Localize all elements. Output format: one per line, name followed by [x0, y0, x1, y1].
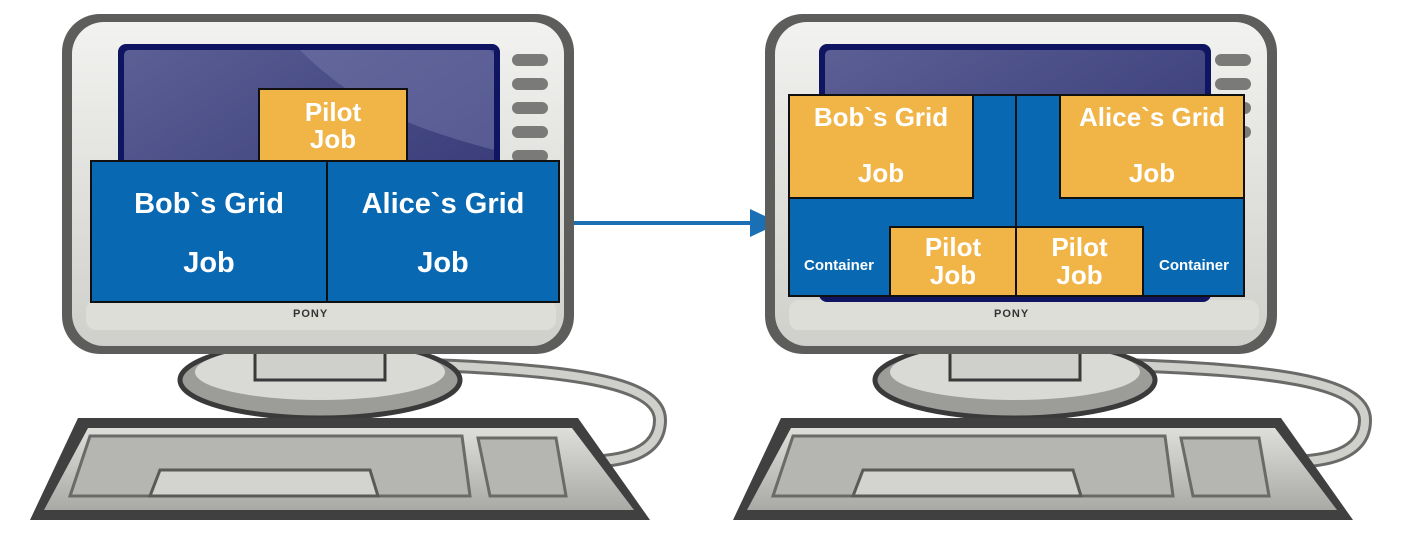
right-pilot-line1: Pilot	[1051, 232, 1108, 263]
right-computer: PONY Bob`s Grid Job Alice`s Grid Job Con…	[705, 0, 1405, 549]
alice-job-line1: Alice`s Grid	[361, 187, 525, 220]
bob-job-line1: Bob`s Grid	[134, 187, 284, 220]
pilot-job-box: Pilot Job	[258, 88, 408, 164]
bob-job-line1: Bob`s Grid	[813, 102, 949, 132]
left-computer: PONY Pilot Job Bob`s Grid Job Alice`s Gr…	[0, 0, 700, 549]
bob-job-line2: Job	[857, 157, 905, 188]
monitor-buttons	[512, 54, 548, 162]
alice-job-line1: Alice`s Grid	[1079, 102, 1225, 132]
brand-label: PONY	[293, 308, 329, 320]
right-pilot-job-box: Pilot Job	[1015, 226, 1144, 297]
pilot-job-line1: Pilot	[304, 96, 362, 127]
bob-grid-job-box: Bob`s Grid Job	[788, 94, 974, 199]
right-container-label: Container	[1158, 257, 1229, 275]
pilot-job-line2: Job	[309, 124, 357, 154]
alice-job-line2: Job	[1128, 157, 1176, 188]
brand-label: PONY	[994, 308, 1030, 320]
left-pilot-job-box: Pilot Job	[889, 226, 1017, 297]
alice-grid-job-box: Alice`s Grid Job	[1059, 94, 1245, 199]
right-pilot-line2: Job	[1056, 259, 1103, 290]
alice-grid-job-box: Alice`s Grid Job	[326, 160, 560, 303]
left-pilot-line2: Job	[929, 259, 977, 290]
left-pilot-line1: Pilot	[924, 232, 982, 263]
bob-grid-job-box: Bob`s Grid Job	[90, 160, 328, 303]
alice-job-line2: Job	[417, 247, 469, 280]
bob-job-line2: Job	[183, 247, 235, 280]
left-container-label: Container	[803, 257, 874, 275]
